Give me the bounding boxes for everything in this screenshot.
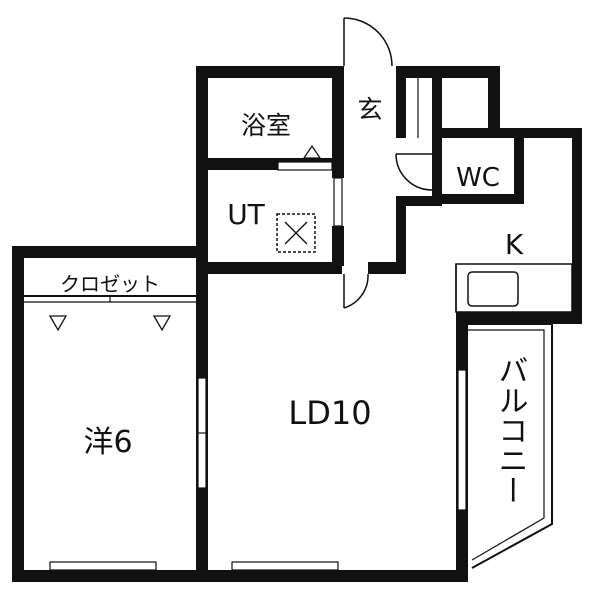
- windows: [49, 78, 467, 571]
- room-label-western: 洋6: [83, 425, 132, 460]
- washer-pan: [276, 213, 316, 253]
- room-label-wc: WC: [456, 163, 500, 193]
- room-label-entrance: 玄: [357, 95, 382, 124]
- triangle-marker-icon: [302, 144, 322, 159]
- room-label-ld: LD10: [288, 394, 371, 432]
- room-label-utility: UT: [227, 198, 265, 231]
- wc-door: [395, 153, 433, 191]
- closet-triangle-left-icon: [48, 315, 68, 332]
- room-label-closet: クロゼット: [60, 272, 160, 296]
- balcony-outline: [468, 323, 553, 569]
- room-label-bath: 浴室: [241, 111, 291, 140]
- doors: [343, 17, 433, 309]
- room-label-balcony: バルコニー: [493, 355, 528, 505]
- room-labels: 浴室 玄 WC UT K クロゼット 洋6 LD10 バルコニー: [60, 95, 528, 505]
- kitchen-counter: [455, 263, 573, 313]
- entrance-door: [343, 17, 393, 67]
- ld-door: [343, 273, 369, 309]
- closet: [24, 295, 196, 332]
- closet-triangle-right-icon: [152, 315, 172, 332]
- room-label-kitchen: K: [505, 228, 524, 261]
